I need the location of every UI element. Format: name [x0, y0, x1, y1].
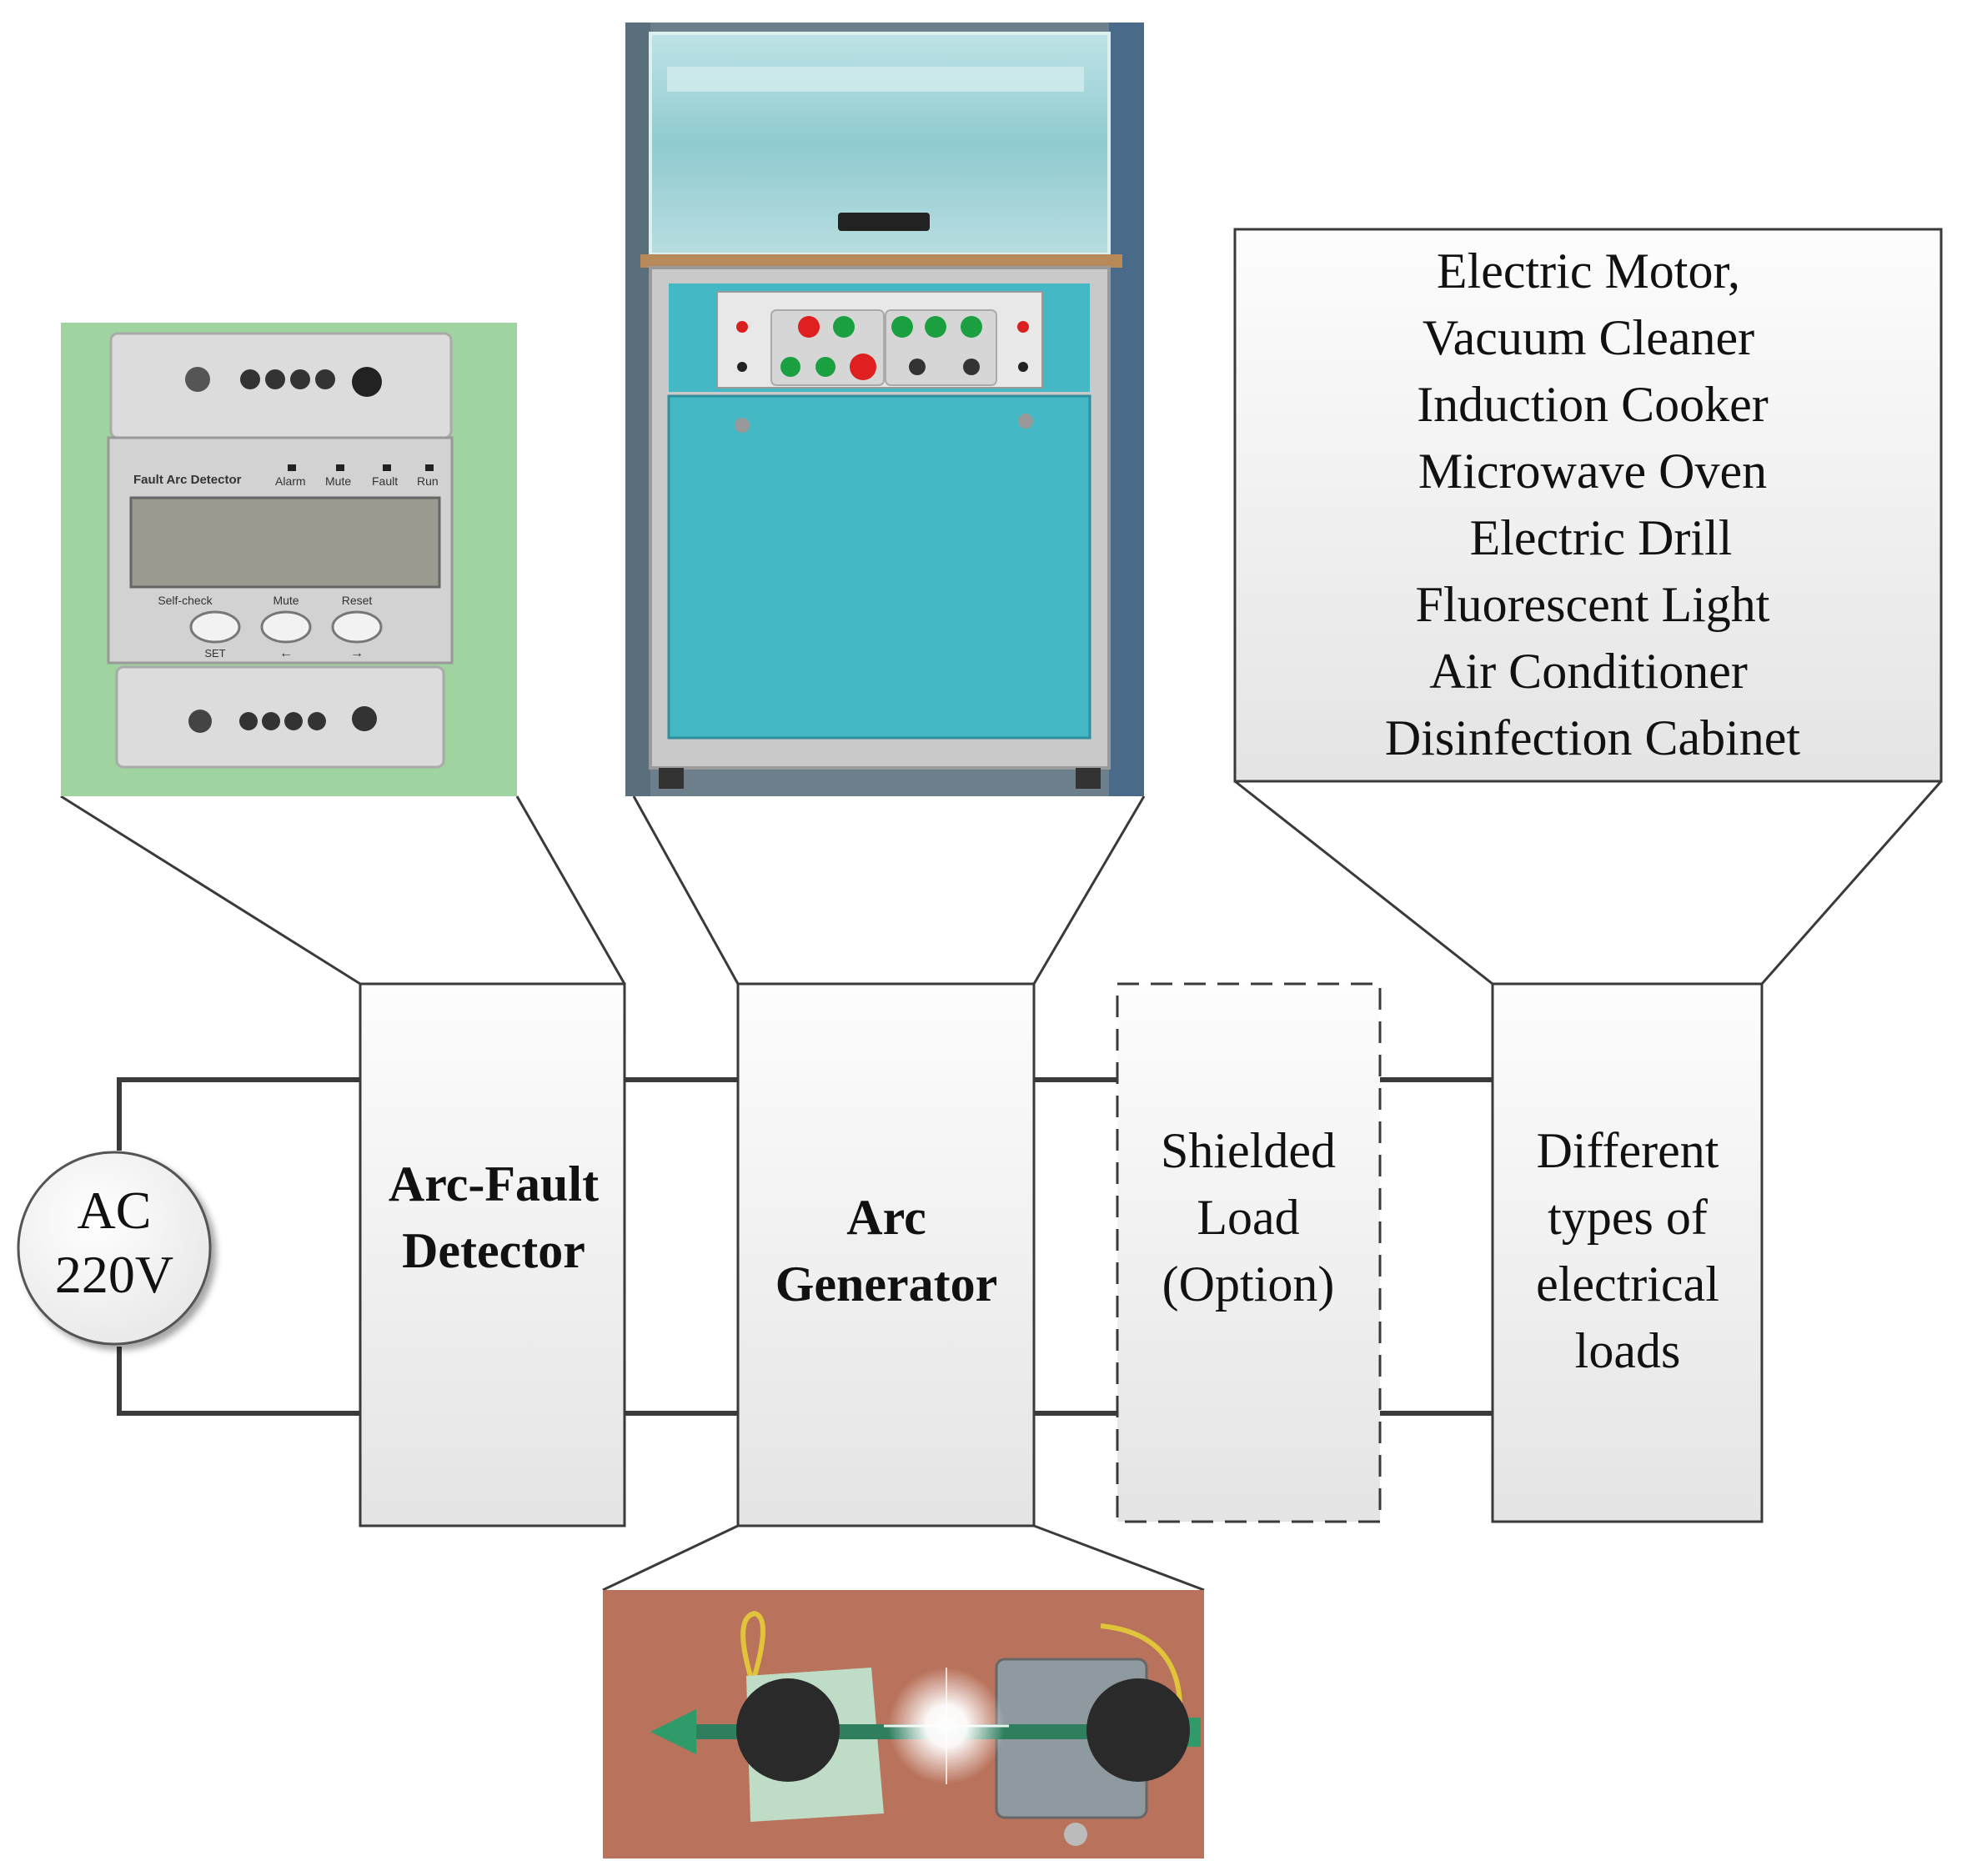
detector-photo-indicator: Fault — [372, 474, 398, 488]
wiring — [117, 1077, 1493, 1416]
loads-label-line4: loads — [1575, 1323, 1681, 1378]
load-item: Electric Drill — [1470, 510, 1733, 565]
shielded-label-line3: (Option) — [1162, 1257, 1335, 1312]
ac-label: AC — [78, 1181, 152, 1240]
detector-photo-button-sub: SET — [204, 647, 225, 660]
arc-fault-detector-photo: Fault Arc Detector Alarm Mute Fault Run … — [61, 323, 517, 796]
detector-photo-indicator: Mute — [325, 474, 351, 488]
detector-photo-button-label: Reset — [342, 594, 373, 607]
load-item: Fluorescent Light — [1416, 577, 1770, 632]
generator-label-line1: Arc — [846, 1190, 926, 1245]
detector-photo-button-label: Mute — [273, 594, 299, 607]
shielded-label-line2: Load — [1197, 1190, 1299, 1245]
load-item: Air Conditioner — [1429, 644, 1748, 699]
load-item: Vacuum Cleaner — [1423, 310, 1754, 365]
load-item: Induction Cooker — [1417, 377, 1769, 432]
loads-label-line2: types of — [1548, 1190, 1708, 1245]
shielded-load-block: Shielded Load (Option) — [1116, 982, 1382, 1523]
load-list-box: Electric Motor, Vacuum Cleaner Induction… — [1233, 228, 1943, 783]
ac-source: AC 220V — [17, 1151, 212, 1346]
wire-bottom-source — [117, 1347, 360, 1416]
arc-generator-cabinet-photo — [625, 23, 1144, 796]
load-item: Microwave Oven — [1418, 444, 1767, 499]
loads-label-line1: Different — [1537, 1123, 1719, 1178]
detector-photo-button-sub: → — [350, 646, 364, 660]
loads-label-line3: electrical — [1536, 1257, 1719, 1312]
detector-photo-button-sub: ← — [279, 646, 293, 660]
arc-generator-block: Arc Generator — [736, 982, 1036, 1527]
detector-photo-indicator: Alarm — [275, 474, 306, 488]
detector-label-line2: Detector — [402, 1223, 585, 1278]
arc-electrodes-photo — [603, 1590, 1204, 1858]
generator-label-line2: Generator — [775, 1257, 998, 1312]
shielded-label-line1: Shielded — [1161, 1123, 1336, 1178]
load-item: Electric Motor, — [1437, 243, 1740, 298]
ac-voltage: 220V — [55, 1245, 173, 1304]
electrical-loads-block: Different types of electrical loads — [1491, 982, 1764, 1523]
wire-top-source — [117, 1077, 360, 1151]
arc-fault-detector-block: Arc-Fault Detector — [359, 982, 626, 1527]
detector-photo-brand: Fault Arc Detector — [133, 473, 242, 487]
detector-photo-indicator: Run — [417, 474, 439, 488]
load-item: Disinfection Cabinet — [1385, 710, 1801, 765]
detector-label-line1: Arc-Fault — [389, 1156, 599, 1211]
callout-lines — [60, 780, 1943, 1592]
detector-photo-button-label: Self-check — [158, 594, 213, 607]
